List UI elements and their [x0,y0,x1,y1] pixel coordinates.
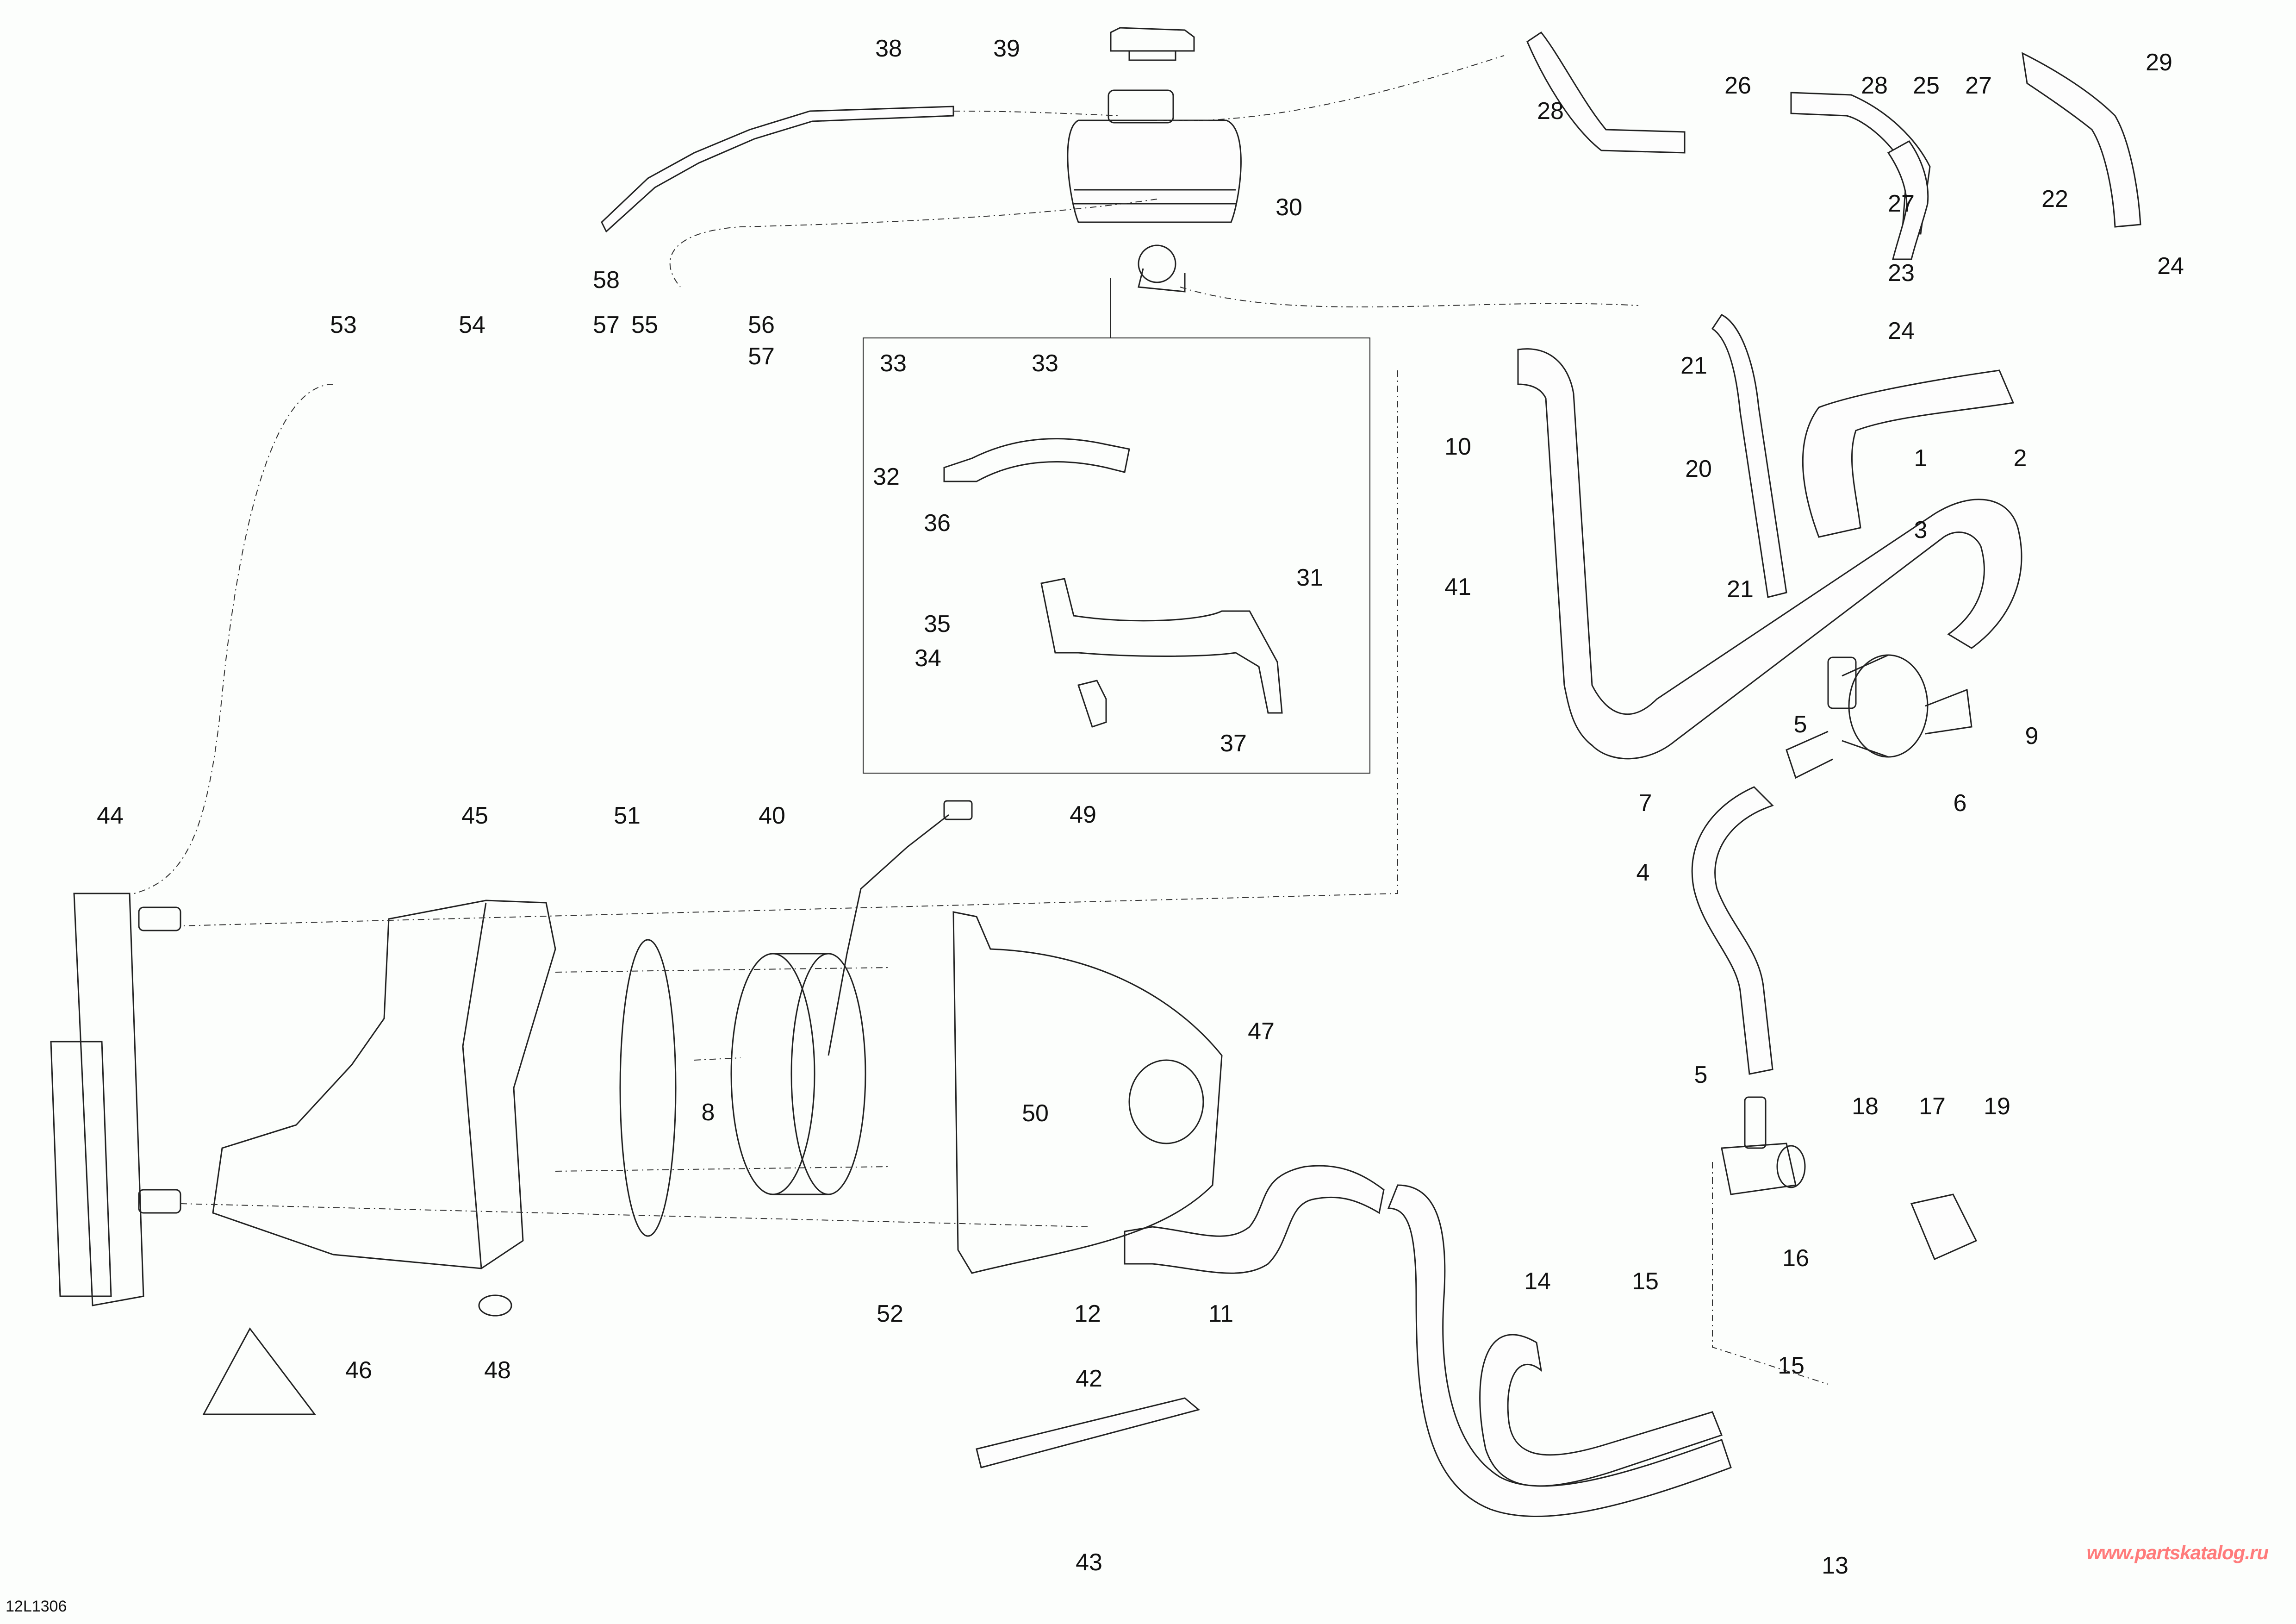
hose-29[interactable] [2022,52,2141,228]
callout-34[interactable]: 34 [915,645,941,672]
callout-15[interactable]: 15 [1632,1268,1659,1295]
watermark-link[interactable]: www.partskatalog.ru [2086,1542,2269,1563]
callout-45[interactable]: 45 [461,802,488,829]
callout-40[interactable]: 40 [759,802,785,829]
callout-38[interactable]: 38 [875,35,902,62]
callout-3[interactable]: 3 [1914,517,1928,543]
callout-54[interactable]: 54 [459,312,485,338]
callout-4[interactable]: 4 [1636,859,1650,886]
callout-20[interactable]: 20 [1685,456,1712,482]
callout-10[interactable]: 10 [1444,433,1471,460]
callout-1[interactable]: 1 [1914,445,1928,472]
callout-41[interactable]: 41 [1444,574,1471,600]
callout-55[interactable]: 55 [631,312,658,338]
callout-53[interactable]: 53 [330,312,357,338]
callout-51[interactable]: 51 [614,802,641,829]
callout-33[interactable]: 33 [880,350,907,377]
callout-29[interactable]: 29 [2146,49,2172,76]
callout-22[interactable]: 22 [2041,186,2068,212]
callout-9[interactable]: 9 [2025,723,2039,750]
hose-14[interactable] [1479,1334,1723,1487]
callout-11[interactable]: 11 [1208,1300,1233,1327]
rubber-mount[interactable] [478,1294,512,1317]
callout-31[interactable]: 31 [1296,564,1323,591]
hose-22[interactable] [1790,92,1931,235]
callout-37[interactable]: 37 [1220,730,1247,757]
fan-cover[interactable] [952,911,1223,1274]
hose-11[interactable] [1124,1165,1385,1274]
callout-23[interactable]: 23 [1888,260,1915,287]
strap[interactable] [976,1397,1201,1468]
callout-52[interactable]: 52 [877,1300,903,1327]
callout-8[interactable]: 8 [701,1099,715,1126]
hose-1[interactable] [1802,369,2015,538]
expansion-tank[interactable] [1067,89,1242,293]
callout-58[interactable]: 58 [593,267,620,294]
callout-46[interactable]: 46 [345,1357,372,1384]
bracket-inset-box [863,337,1370,774]
callout-27[interactable]: 27 [1965,72,1992,99]
callout-14[interactable]: 14 [1524,1268,1551,1295]
hose-4[interactable] [1691,786,1774,1075]
callout-43[interactable]: 43 [1076,1549,1102,1576]
drawing-id: 12L1306 [6,1598,67,1615]
callout-16[interactable]: 16 [1782,1245,1809,1272]
callout-5[interactable]: 5 [1694,1062,1708,1088]
callout-44[interactable]: 44 [97,802,124,829]
fan-motor[interactable] [730,800,973,1195]
callout-24[interactable]: 24 [2157,253,2184,280]
clamp-bracket[interactable] [943,438,1130,482]
callout-56[interactable]: 56 [748,312,775,338]
hose-17[interactable] [1910,1193,1978,1260]
callout-42[interactable]: 42 [1076,1365,1102,1392]
callout-36[interactable]: 36 [924,510,951,537]
callout-18[interactable]: 18 [1852,1093,1879,1120]
hose-13[interactable] [1387,1184,1732,1517]
callout-47[interactable]: 47 [1248,1018,1275,1045]
callout-32[interactable]: 32 [873,463,900,490]
support-bracket[interactable] [1040,578,1283,714]
callout-12[interactable]: 12 [1074,1300,1101,1327]
radiator-cap[interactable] [1110,27,1195,61]
hose-20[interactable] [1711,314,1787,598]
callout-15[interactable]: 15 [1778,1352,1804,1379]
callout-39[interactable]: 39 [993,35,1020,62]
callout-24[interactable]: 24 [1888,318,1915,344]
clip-bracket[interactable] [1077,680,1107,728]
callout-2[interactable]: 2 [2013,445,2027,472]
vent-hose[interactable] [601,106,954,233]
callout-30[interactable]: 30 [1276,194,1302,221]
thermostat-housing[interactable] [1786,654,1972,779]
callout-26[interactable]: 26 [1724,72,1751,99]
callout-48[interactable]: 48 [484,1357,511,1384]
callout-7[interactable]: 7 [1638,790,1652,817]
callout-17[interactable]: 17 [1919,1093,1946,1120]
radiator[interactable] [50,893,181,1306]
callout-21[interactable]: 21 [1727,576,1754,603]
callout-35[interactable]: 35 [924,611,951,637]
callout-49[interactable]: 49 [1070,801,1096,828]
shroud-detail-triangle [202,1327,317,1415]
tee-fitting[interactable] [1721,1096,1806,1195]
fan-shroud[interactable] [212,899,556,1269]
callout-19[interactable]: 19 [1984,1093,2010,1120]
gasket[interactable] [619,939,677,1237]
callout-28[interactable]: 28 [1537,98,1564,125]
callout-50[interactable]: 50 [1022,1100,1049,1127]
callout-5[interactable]: 5 [1793,711,1807,738]
hose-23[interactable] [1887,140,1929,260]
callout-57[interactable]: 57 [748,343,775,370]
hose-26[interactable] [1526,31,1686,154]
callout-28[interactable]: 28 [1861,72,1888,99]
callout-13[interactable]: 13 [1822,1552,1848,1579]
callout-21[interactable]: 21 [1680,352,1707,379]
hose-7[interactable] [1517,348,2022,760]
callout-27[interactable]: 27 [1888,190,1915,217]
callout-6[interactable]: 6 [1953,790,1967,817]
callout-33[interactable]: 33 [1032,350,1058,377]
callout-25[interactable]: 25 [1913,72,1940,99]
callout-57[interactable]: 57 [593,312,620,338]
